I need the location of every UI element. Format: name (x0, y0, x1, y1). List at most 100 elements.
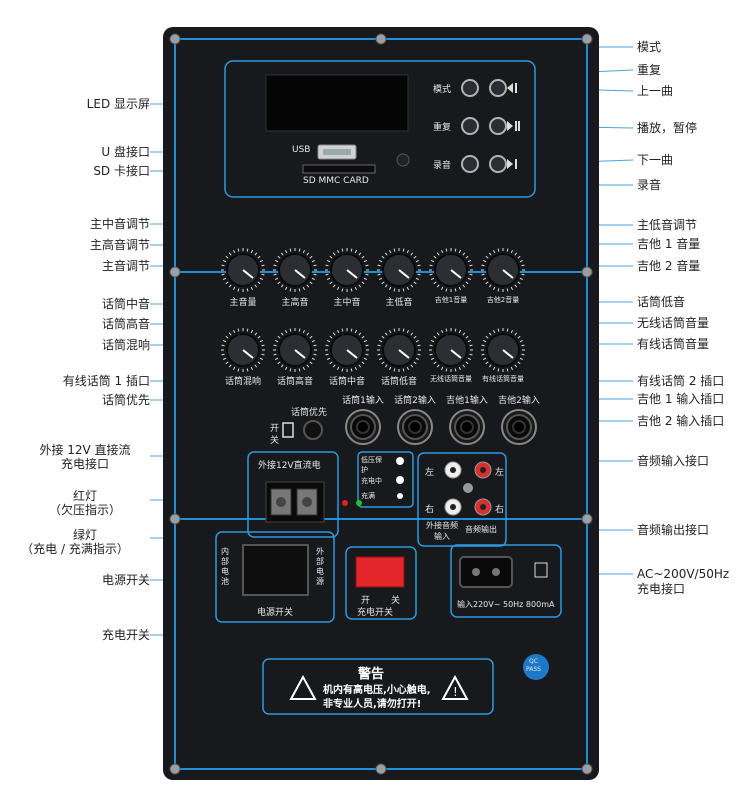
callout-wireless-mic-volume: 无线话筒音量 (637, 316, 710, 330)
aux-input-label: 外接音频输入 (426, 521, 458, 541)
warning-line-1: 机内有高电压,小心触电, (323, 685, 431, 696)
charge-switch[interactable] (356, 557, 404, 587)
knob-mic-1[interactable] (273, 328, 317, 372)
input-jack-1[interactable] (397, 409, 433, 445)
knob-label-mic-4: 无线话筒音量 (430, 375, 472, 383)
callout-ac-line2: 充电接口 (637, 582, 686, 596)
callout-mode: 模式 (637, 40, 662, 54)
knob-label-mic-0: 话筒混响 (224, 377, 261, 387)
callout-green-led-line2: （充电 / 充满指示） (21, 542, 129, 556)
callout-mic-treble: 话筒高音 (101, 317, 150, 331)
knob-label-mic-1: 话筒高音 (276, 377, 313, 387)
knob-main-4[interactable] (429, 248, 473, 292)
callout-play-pause: 播放，暂停 (637, 121, 698, 135)
callout-wired-mic1: 有线话筒 1 插口 (62, 374, 150, 388)
input-jack-2[interactable] (449, 409, 485, 445)
callout-prev-track: 上一曲 (637, 84, 674, 98)
callout-main-mid: 主中音调节 (89, 217, 150, 231)
knob-label-mic-3: 话筒低音 (380, 377, 417, 387)
callout-guitar2-input: 吉他 2 输入插口 (637, 414, 725, 428)
mode-button[interactable] (462, 80, 478, 96)
callout-main-treble: 主高音调节 (89, 238, 150, 252)
callout-audio-output: 音频输出接口 (637, 523, 710, 537)
callout-red-led-line1: 红灯 (72, 489, 97, 503)
callout-charge-switch: 充电开关 (101, 628, 150, 642)
callout-green-led-line1: 绿灯 (72, 528, 97, 542)
sd-card-slot-label: SD MMC CARD (303, 176, 369, 186)
knob-label-mic-5: 有线话筒音量 (482, 375, 524, 383)
callout-mic-reverb: 话筒混响 (101, 338, 150, 352)
callout-led-screen: LED 显示屏 (86, 97, 150, 111)
repeat-button[interactable] (462, 118, 478, 134)
audio-in-right-label: 右 (425, 505, 435, 515)
panel-graphics: ! (169, 33, 593, 775)
jack-label-0: 话筒1输入 (342, 396, 384, 406)
knob-main-3[interactable] (377, 248, 421, 292)
knob-main-1[interactable] (273, 248, 317, 292)
charge-switch-close-label: 关 (391, 596, 401, 606)
callout-guitar1-volume: 吉他 1 音量 (637, 237, 701, 251)
audio-out-right-label: 右 (495, 505, 505, 515)
power-switch-label: 电源开关 (257, 608, 294, 618)
callout-mic-bass: 话筒低音 (637, 295, 686, 309)
knob-mic-3[interactable] (377, 328, 421, 372)
callout-mic-priority: 话筒优先 (101, 393, 150, 407)
next-track-button[interactable] (490, 156, 506, 172)
qc-pass-text: PASS (526, 666, 541, 673)
record-button[interactable] (462, 156, 478, 172)
knob-mic-4[interactable] (429, 328, 473, 372)
callout-audio-input: 音频输入接口 (637, 454, 710, 468)
callout-mic-mid: 话筒中音 (101, 297, 150, 311)
external-power-label: 外部电源 (316, 547, 324, 586)
mic-priority-button[interactable] (304, 421, 322, 439)
callout-guitar1-input: 吉他 1 输入插口 (637, 392, 725, 406)
play-pause-button[interactable] (490, 118, 506, 134)
knob-label-main-5: 吉他2音量 (486, 296, 520, 304)
amplifier-panel: ! USB SD MMC CARD 模式 重复 录音 主音量主高音主中音主低音吉… (163, 27, 599, 780)
knob-label-mic-2: 话筒中音 (328, 377, 365, 387)
usb-port-label: USB (292, 145, 311, 155)
callout-wired-mic2: 有线话筒 2 插口 (637, 374, 725, 388)
full-charge-label: 充满 (361, 492, 375, 500)
knob-mic-0[interactable] (221, 328, 265, 372)
callout-main-tone: 主音调节 (101, 259, 150, 273)
callout-next-track: 下一曲 (637, 153, 674, 167)
audio-output-label: 音频输出 (465, 525, 497, 534)
repeat-button-label: 重复 (433, 123, 452, 133)
ac-input-spec: 输入220V~ 50Hz 800mA (457, 600, 555, 609)
callout-red-led-line2: （欠压指示） (48, 503, 121, 517)
audio-in-left-label: 左 (425, 468, 435, 478)
power-switch[interactable] (243, 545, 308, 595)
knob-label-main-3: 主低音 (385, 298, 413, 308)
callout-main-bass: 主低音调节 (637, 218, 698, 232)
jack-label-1: 话筒2输入 (394, 396, 436, 406)
knob-mic-5[interactable] (481, 328, 525, 372)
knob-main-0[interactable] (221, 248, 265, 292)
mic-priority-label: 话筒优先 (291, 408, 328, 418)
callout-ac-line1: AC~200V/50Hz (637, 567, 730, 581)
callout-dc-input-line2: 充电接口 (60, 457, 109, 471)
warning-title: 警告 (358, 667, 385, 682)
knob-label-main-2: 主中音 (333, 298, 361, 308)
input-jack-0[interactable] (345, 409, 381, 445)
internal-battery-label: 内部电池 (221, 547, 229, 586)
callout-dc-input-line1: 外接 12V 直接流 (39, 443, 131, 457)
knob-main-2[interactable] (325, 248, 369, 292)
input-jack-3[interactable] (501, 409, 537, 445)
qc-sticker-text: QC (529, 658, 538, 665)
jack-label-2: 吉他1输入 (446, 396, 488, 406)
callout-wired-mic-volume: 有线话筒音量 (637, 337, 710, 351)
svg-text:!: ! (453, 685, 458, 699)
knob-label-main-4: 吉他1音量 (434, 296, 468, 304)
mic-priority-open-label: 开 (270, 424, 280, 434)
knob-label-main-0: 主音量 (229, 298, 257, 308)
mic-priority-close-label: 关 (270, 436, 280, 446)
warning-line-2: 非专业人员,请勿打开! (323, 699, 422, 710)
knob-mic-2[interactable] (325, 328, 369, 372)
record-button-label: 录音 (433, 161, 452, 171)
charging-label: 充电中 (361, 477, 382, 485)
prev-track-button[interactable] (490, 80, 506, 96)
dc-input-label: 外接12V直流电 (258, 461, 321, 471)
mode-button-label: 模式 (433, 85, 452, 95)
knob-main-5[interactable] (481, 248, 525, 292)
